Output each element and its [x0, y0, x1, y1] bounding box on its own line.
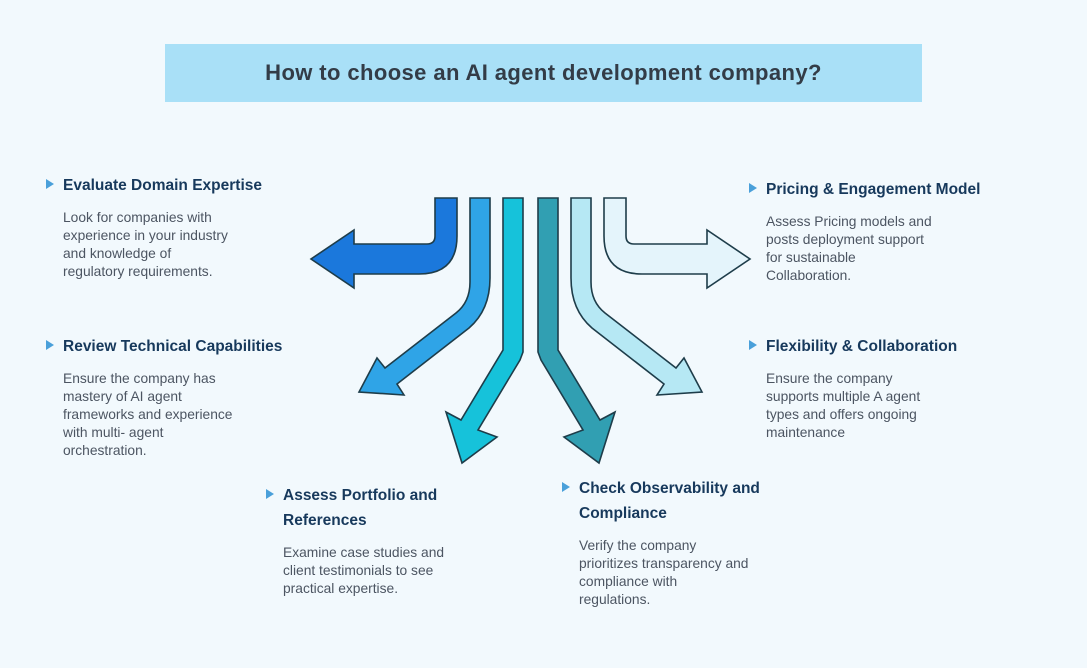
title-banner: How to choose an AI agent development co… [165, 44, 922, 102]
section-body: Ensure the company supports multiple A a… [766, 371, 921, 440]
triangle-bullet-icon [266, 489, 274, 499]
triangle-bullet-icon [749, 183, 757, 193]
triangle-bullet-icon [749, 340, 757, 350]
section-content: Review Technical Capabilities Ensure the… [63, 334, 282, 460]
triangle-bullet-icon [46, 179, 54, 189]
page-title: How to choose an AI agent development co… [265, 60, 822, 85]
section-heading: Flexibility & Collaboration [766, 338, 958, 355]
section-pricing-engagement-model: Pricing & Engagement Model Assess Pricin… [749, 177, 980, 285]
section-body: Assess Pricing models and posts deployme… [766, 214, 932, 283]
arrow-review-technical-capabilities [357, 197, 491, 396]
section-content: Check Observability and Compliance Verif… [579, 476, 760, 609]
triangle-bullet-icon [562, 482, 570, 492]
section-content: Pricing & Engagement Model Assess Pricin… [766, 177, 980, 285]
section-body: Verify the company prioritizes transpare… [579, 538, 749, 607]
section-heading: Assess Portfolio and References [283, 487, 438, 529]
arrow-evaluate-domain-expertise [309, 197, 458, 290]
section-heading: Check Observability and Compliance [579, 480, 760, 522]
section-heading: Pricing & Engagement Model [766, 181, 981, 198]
section-assess-portfolio-references: Assess Portfolio and References Examine … [266, 483, 444, 598]
arrow-flexibility-collaboration [570, 197, 704, 396]
arrow-pricing-engagement [603, 197, 752, 290]
arrow-assess-portfolio [444, 197, 524, 465]
section-body: Ensure the company has mastery of AI age… [63, 371, 233, 458]
triangle-bullet-icon [46, 340, 54, 350]
arrow-check-observability [537, 197, 617, 465]
section-check-observability-compliance: Check Observability and Compliance Verif… [562, 476, 760, 609]
section-heading: Evaluate Domain Expertise [63, 177, 262, 194]
section-content: Evaluate Domain Expertise Look for compa… [63, 173, 262, 281]
section-content: Assess Portfolio and References Examine … [283, 483, 444, 598]
section-body: Examine case studies and client testimon… [283, 545, 445, 596]
section-body: Look for companies with experience in yo… [63, 210, 228, 279]
section-heading: Review Technical Capabilities [63, 338, 283, 355]
section-content: Flexibility & Collaboration Ensure the c… [766, 334, 957, 442]
section-review-technical-capabilities: Review Technical Capabilities Ensure the… [46, 334, 282, 460]
section-evaluate-domain-expertise: Evaluate Domain Expertise Look for compa… [46, 173, 262, 281]
section-flexibility-collaboration: Flexibility & Collaboration Ensure the c… [749, 334, 957, 442]
